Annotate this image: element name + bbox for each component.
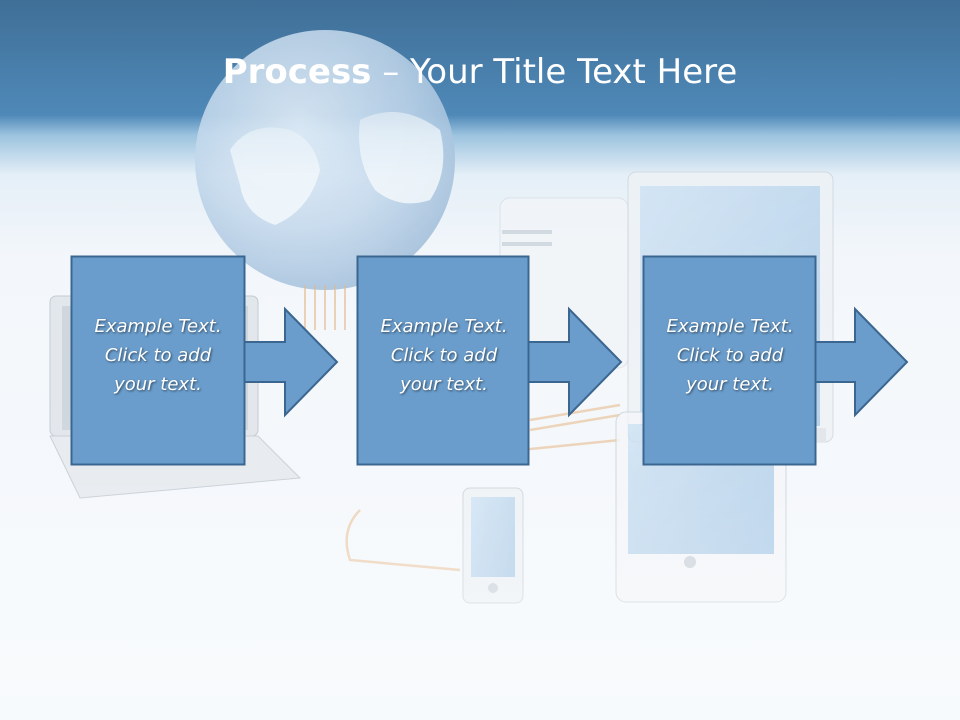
title-rest: – Your Title Text Here	[371, 52, 738, 92]
step-2-text[interactable]: Example Text. Click to add your text.	[357, 312, 531, 399]
step-1-text[interactable]: Example Text. Click to add your text.	[71, 312, 245, 399]
step-2-line-2: Click to add	[390, 345, 498, 366]
header-bar: Process – Your Title Text Here	[0, 0, 960, 150]
step-2-line-1: Example Text.	[380, 316, 508, 337]
slide-title[interactable]: Process – Your Title Text Here	[0, 52, 960, 92]
step-3-line-3: your text.	[686, 374, 774, 395]
step-3-arrow-shape	[642, 255, 909, 466]
step-3-line-1: Example Text.	[666, 316, 794, 337]
step-2-arrow-shape	[356, 255, 623, 466]
process-step-1[interactable]: Example Text. Click to add your text.	[70, 255, 339, 466]
globe-icon	[195, 30, 455, 290]
process-step-3[interactable]: Example Text. Click to add your text.	[642, 255, 909, 466]
step-1-line-1: Example Text.	[94, 316, 222, 337]
title-bold: Process	[222, 52, 372, 92]
step-1-line-3: your text.	[114, 374, 202, 395]
step-1-arrow-shape	[70, 255, 339, 466]
step-2-line-3: your text.	[400, 374, 488, 395]
step-3-text[interactable]: Example Text. Click to add your text.	[643, 312, 817, 399]
step-3-line-2: Click to add	[676, 345, 784, 366]
step-1-line-2: Click to add	[104, 345, 212, 366]
process-step-2[interactable]: Example Text. Click to add your text.	[356, 255, 623, 466]
